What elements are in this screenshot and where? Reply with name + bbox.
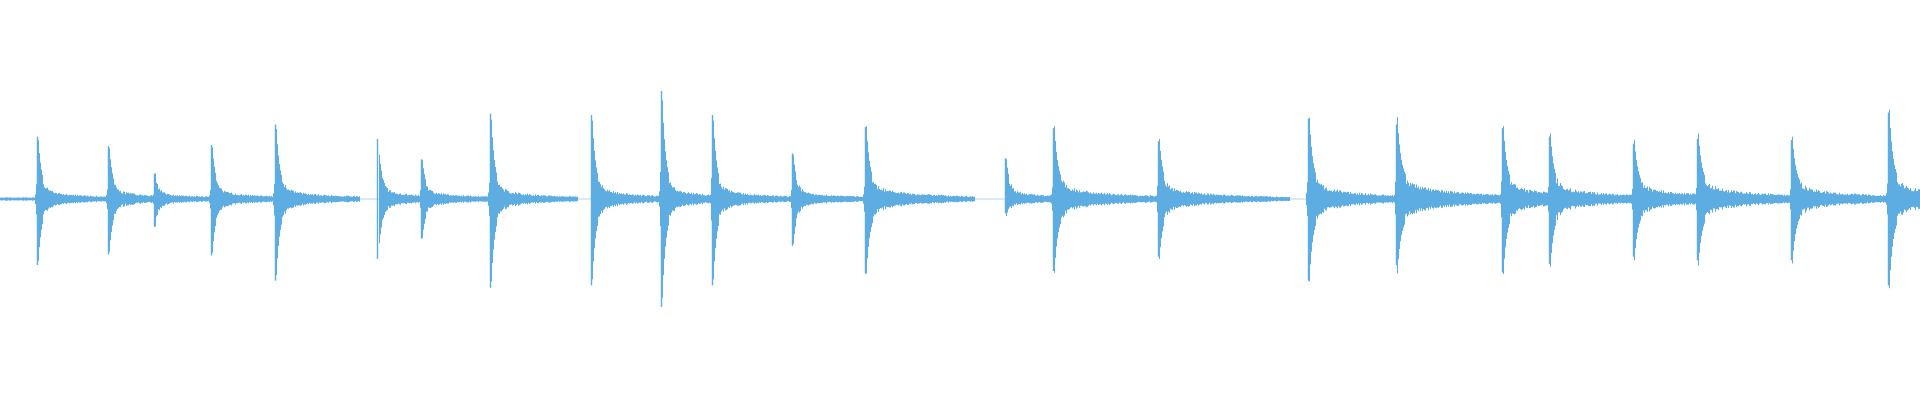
waveform-trace — [0, 91, 1920, 307]
